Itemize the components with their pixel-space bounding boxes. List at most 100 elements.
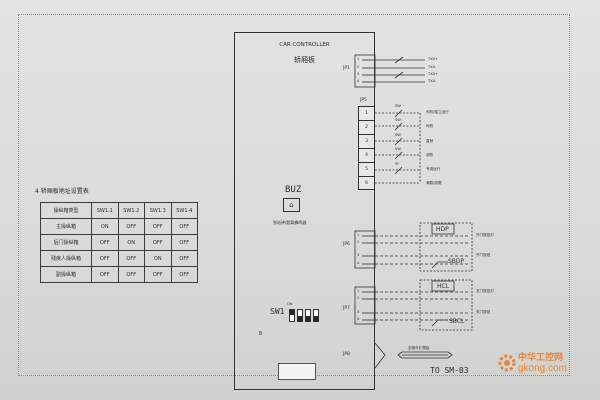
- jp6-note: 开门按钮: [476, 253, 491, 257]
- dip-switch-1: [289, 309, 295, 322]
- jp5-pin: 5: [359, 163, 374, 177]
- table-cell: OFF: [144, 266, 172, 283]
- jp5-pin: 4: [359, 149, 374, 163]
- table-cell: OFF: [144, 218, 172, 235]
- buzzer-caption: 到站钟/超载蜂鸣器: [273, 220, 307, 225]
- header-cell: 操纵箱类型: [40, 202, 92, 219]
- jp6-note: 开门按钮灯: [476, 233, 494, 237]
- jp1-pin: 1: [357, 57, 360, 61]
- jp5-label: JP5: [360, 98, 367, 103]
- address-table-title-text: 轿厢板地址设置表: [40, 188, 89, 195]
- jp1-signal: TXA-: [428, 79, 437, 83]
- jp7-note: 关门按钮灯: [476, 289, 494, 293]
- car-controller-board: CAR CONTROLLER 轿厢板 BUZ ⌂ 到站钟/超载蜂鸣器 8 SW1…: [234, 32, 375, 390]
- address-table-bullet: 4: [35, 188, 39, 195]
- jp7-pin: 2: [357, 296, 360, 300]
- table-cell: OFF: [117, 250, 145, 267]
- jp5-pin: 2: [359, 121, 374, 135]
- table-cell: OFF: [170, 266, 198, 283]
- jp7-pin: 1: [357, 289, 360, 293]
- jp5-switch: SW: [395, 147, 401, 151]
- jp6-pin: 4: [357, 261, 360, 265]
- jp5-note: 消防: [426, 153, 434, 157]
- dip-switch: ON: [287, 302, 321, 323]
- jp1-pin: 4: [357, 79, 360, 83]
- jp8-arrow-note: 至指令扩展板: [408, 346, 430, 350]
- jp5-switch: SW: [395, 104, 401, 108]
- dip-switch-3: [305, 309, 311, 322]
- table-cell: OFF: [91, 234, 119, 251]
- jp8-label: JP8: [343, 352, 350, 357]
- jp1-signal: TXA+: [428, 72, 439, 76]
- hdp-label: HDP: [436, 226, 449, 233]
- jp5-pin: 1: [359, 107, 374, 121]
- gear-icon: [498, 354, 516, 372]
- table-row: 后门操纵箱 OFF ON OFF OFF: [40, 234, 198, 251]
- address-table-title: 4 轿厢板地址设置表: [35, 186, 89, 195]
- buzzer-icon: ⌂: [283, 198, 300, 212]
- table-cell: OFF: [91, 250, 119, 267]
- watermark-top-text: 中华工控网: [518, 353, 564, 363]
- header-cell: SW1.2: [117, 202, 145, 219]
- jp1-signal: TXV+: [428, 57, 439, 61]
- table-cell: OFF: [170, 234, 198, 251]
- table-row: 副操纵箱 OFF OFF OFF OFF: [40, 266, 198, 283]
- jp5-note: 满载/超载: [426, 181, 442, 185]
- jp6-label: JP6: [343, 242, 350, 247]
- table-row: 残疾人操纵箱 OFF OFF ON OFF: [40, 250, 198, 267]
- header-cell: SW1.4: [170, 202, 198, 219]
- table-cell: 后门操纵箱: [40, 234, 92, 251]
- jp7-pin: 3: [357, 310, 360, 314]
- dip-switch-2: [297, 309, 303, 322]
- buzzer-label: BUZ: [285, 185, 302, 195]
- jp6-pin: 1: [357, 233, 360, 237]
- jp5-note: 专用运行: [426, 167, 441, 171]
- jp6-pin: 3: [357, 253, 360, 257]
- jp8-to-label: TO SM-03: [430, 366, 469, 375]
- jp5-note: 直驶: [426, 139, 434, 143]
- jp5-pin: 3: [359, 135, 374, 149]
- switch-marker: 8: [259, 331, 263, 337]
- board-title: CAR CONTROLLER: [279, 42, 330, 48]
- address-table-header: 操纵箱类型 SW1.1 SW1.2 SW1.3 SW1.4: [40, 202, 198, 219]
- jp1-pin: 3: [357, 72, 360, 76]
- table-cell: ON: [117, 234, 145, 251]
- jp7-pin: 4: [357, 317, 360, 321]
- watermark-bottom-text: gkong.com: [518, 363, 567, 374]
- jp5-note: 司机/独立运行: [426, 110, 449, 114]
- table-cell: OFF: [91, 266, 119, 283]
- table-cell: 残疾人操纵箱: [40, 250, 92, 267]
- table-cell: OFF: [170, 250, 198, 267]
- jp5-note: 司机: [426, 124, 434, 128]
- board-subtitle: 轿厢板: [294, 56, 315, 64]
- jp1-pin: 2: [357, 65, 360, 69]
- table-cell: ON: [91, 218, 119, 235]
- table-cell: 主操纵箱: [40, 218, 92, 235]
- jp1-label: JP1: [343, 66, 350, 71]
- jp6-pin: 2: [357, 240, 360, 244]
- jp5-terminal: 1 2 3 4 5 6: [358, 106, 375, 190]
- table-cell: OFF: [170, 218, 198, 235]
- jp7-label: JP7: [343, 306, 350, 311]
- address-table: 操纵箱类型 SW1.1 SW1.2 SW1.3 SW1.4 主操纵箱 ON OF…: [40, 202, 198, 283]
- jp5-pin: 6: [365, 181, 368, 186]
- jp5-switch: SW: [395, 118, 401, 122]
- header-cell: SW1.3: [144, 202, 172, 219]
- table-cell: OFF: [117, 218, 145, 235]
- table-row: 主操纵箱 ON OFF OFF OFF: [40, 218, 198, 235]
- table-cell: ON: [144, 250, 172, 267]
- jp5-switch: SF: [395, 162, 400, 166]
- hcl-label: HCL: [437, 283, 450, 290]
- table-cell: 副操纵箱: [40, 266, 92, 283]
- jp1-signal: TXV-: [428, 65, 437, 69]
- watermark-logo: 中华工控网 gkong.com: [496, 350, 596, 384]
- table-cell: OFF: [144, 234, 172, 251]
- board-connector-slot: [278, 363, 316, 380]
- sbdp-label: SBDP: [448, 258, 465, 265]
- jp5-switch: SW: [395, 133, 401, 137]
- sbcl-label: SBCL: [449, 318, 465, 325]
- table-cell: OFF: [117, 266, 145, 283]
- dip-switch-4: [313, 309, 319, 322]
